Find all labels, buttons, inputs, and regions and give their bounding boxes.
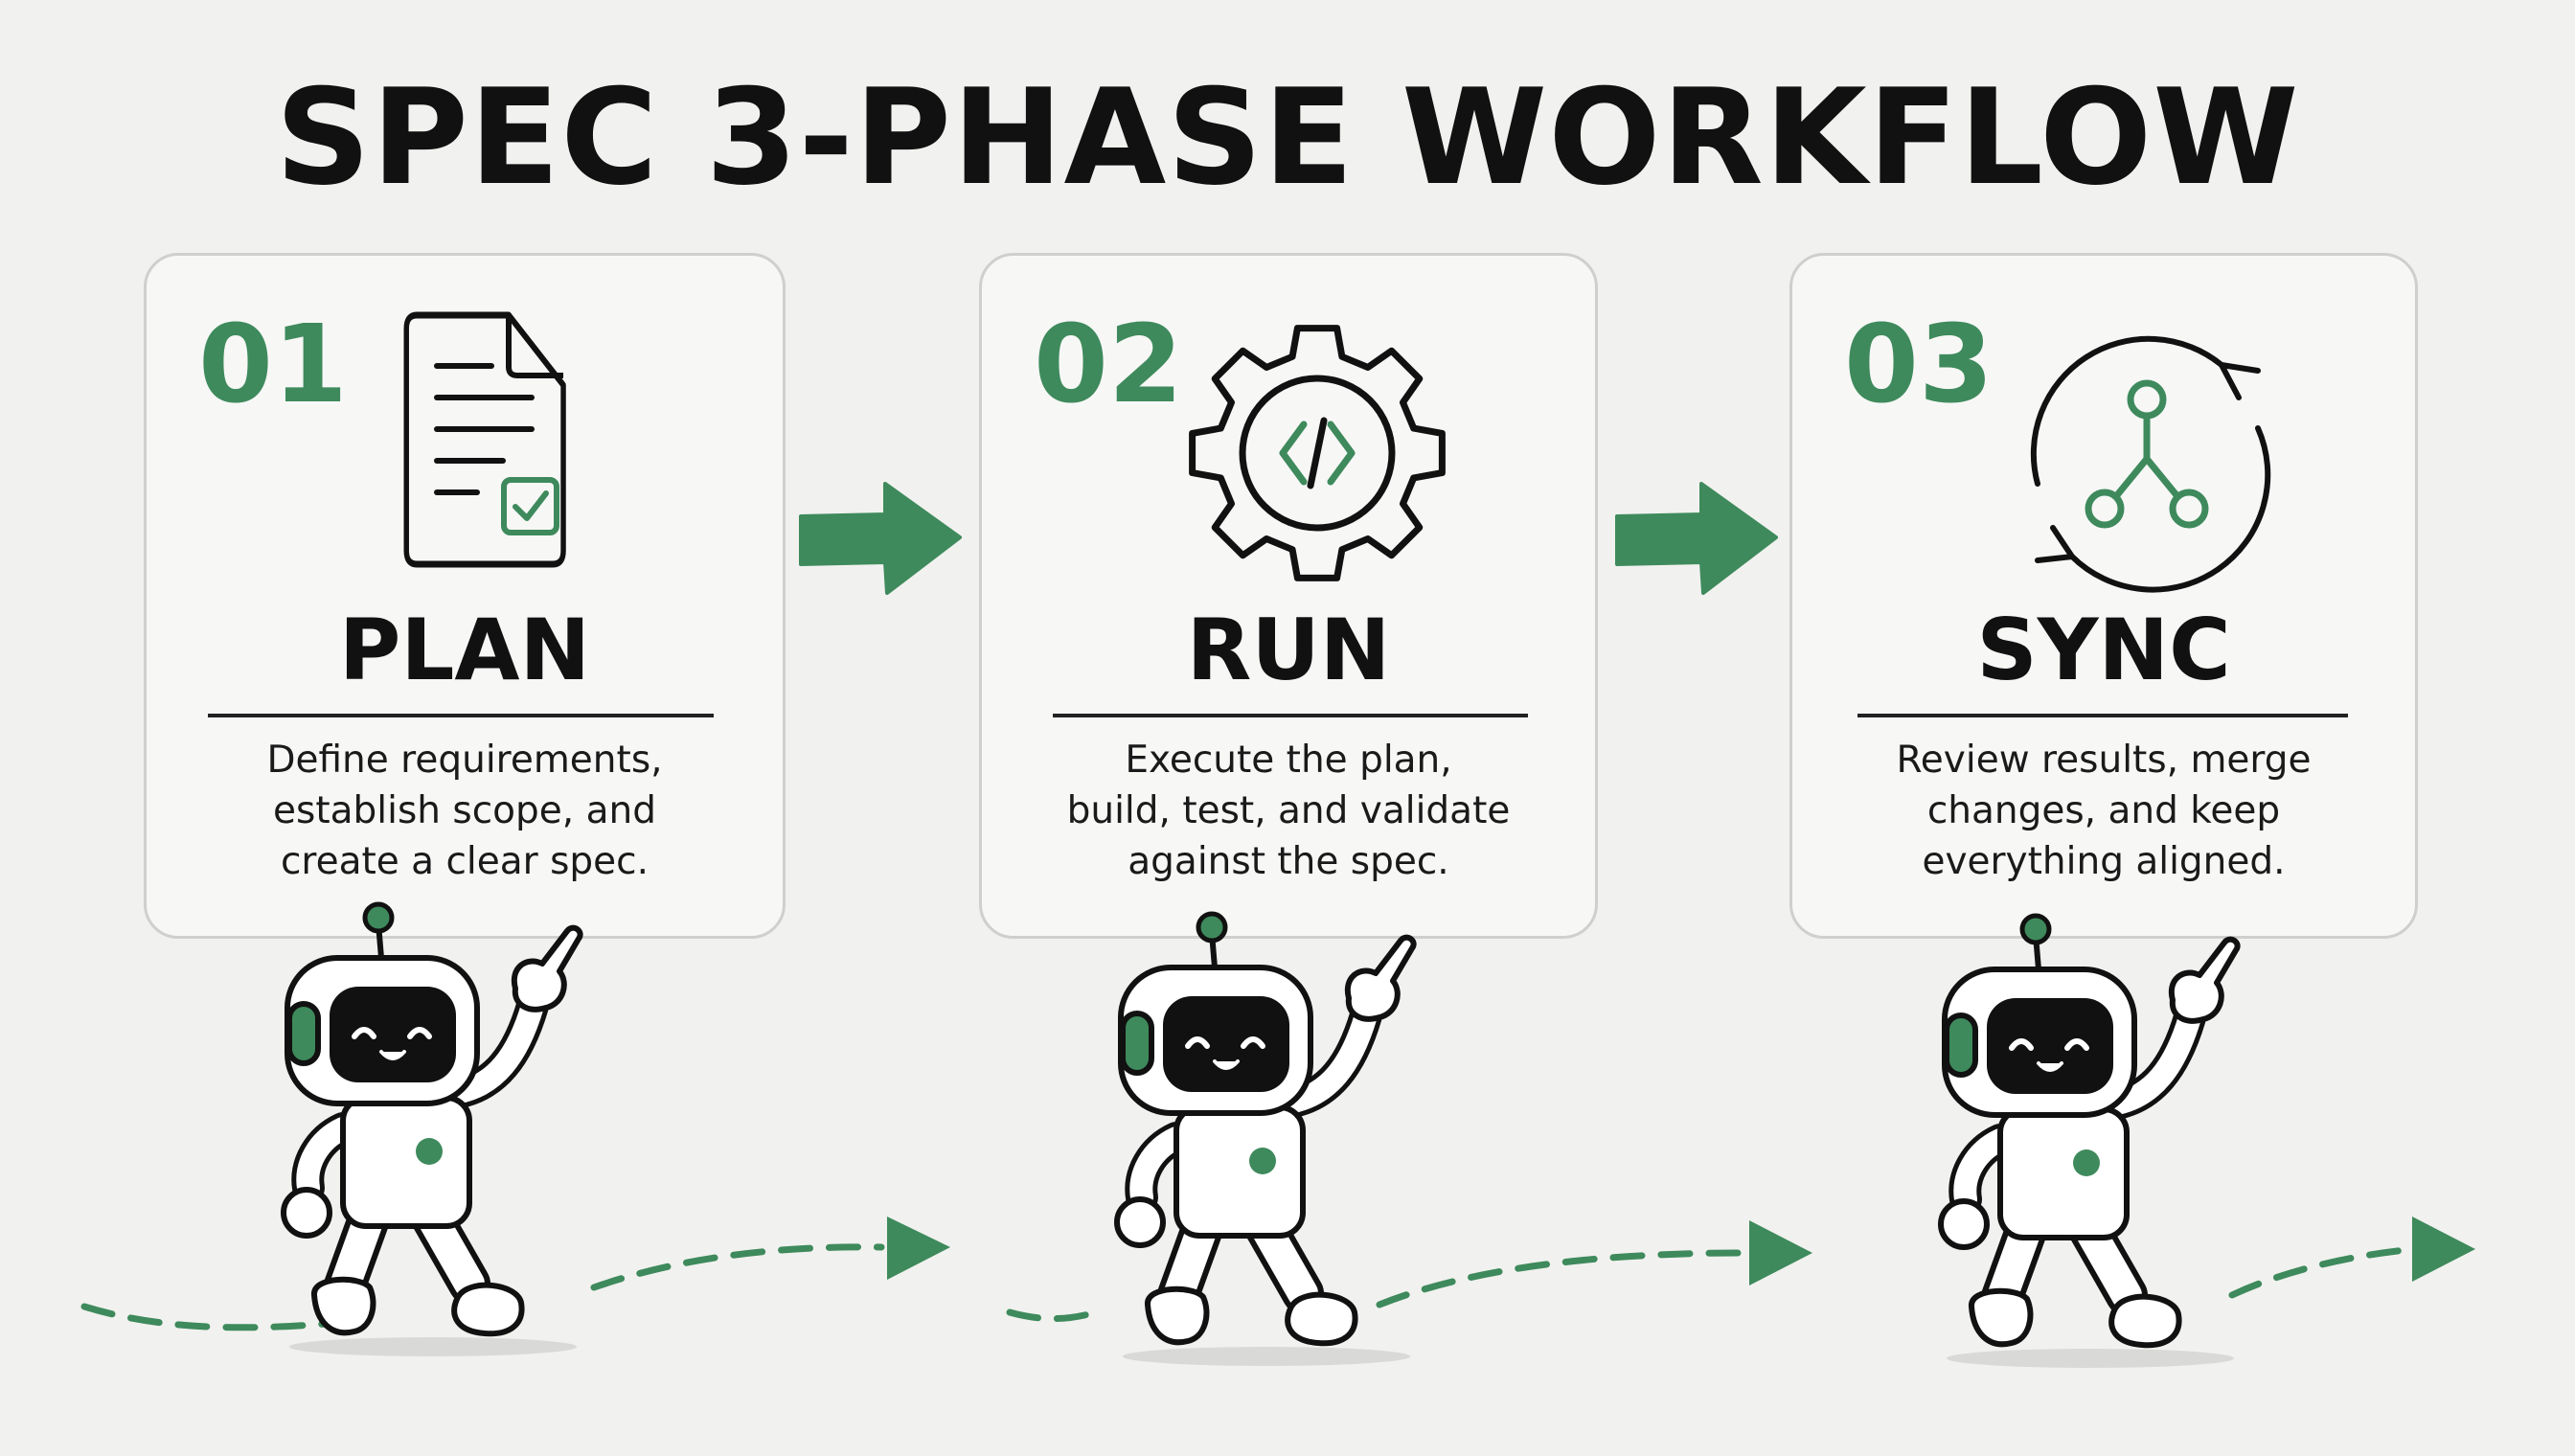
phase-card-plan: 01 PLAN Define requirements, establish s… (144, 253, 786, 939)
divider (1053, 714, 1528, 717)
phase-number: 01 (198, 303, 348, 427)
robot-pointing-icon (1063, 910, 1466, 1370)
sync-merge-icon (2003, 313, 2290, 601)
document-check-icon (400, 304, 573, 591)
phase-description: Define requirements, establish scope, an… (266, 739, 663, 883)
phase-title: RUN (1186, 601, 1391, 699)
gear-outline (1189, 325, 1446, 581)
divider (208, 714, 714, 717)
dashed-path-arrow (80, 1217, 950, 1331)
arrow-right-icon (799, 482, 962, 595)
divider (1857, 714, 2348, 717)
page-title: SPEC 3-PHASE WORKFLOW (275, 60, 2300, 215)
gear-code-icon (1183, 319, 1451, 587)
arrow-right-icon (1615, 482, 1778, 595)
dashed-path-arrow (1006, 1220, 1812, 1322)
dashed-path-arrow (2228, 1217, 2475, 1299)
phase-description: Execute the plan, build, test, and valid… (1066, 739, 1511, 883)
phase-description: Review results, merge changes, and keep … (1896, 739, 2312, 883)
phase-title: SYNC (1976, 601, 2231, 699)
phase-card-run: 02 RUN Execute the plan, build, test, an… (979, 253, 1598, 939)
phase-number: 03 (1844, 303, 1994, 427)
robot-pointing-icon (1887, 912, 2290, 1372)
phase-number: 02 (1034, 303, 1183, 427)
phase-title: PLAN (338, 601, 591, 699)
phase-card-sync: 03 SYNC Review results, merge changes, a… (1789, 253, 2418, 939)
robot-pointing-icon (230, 900, 632, 1360)
